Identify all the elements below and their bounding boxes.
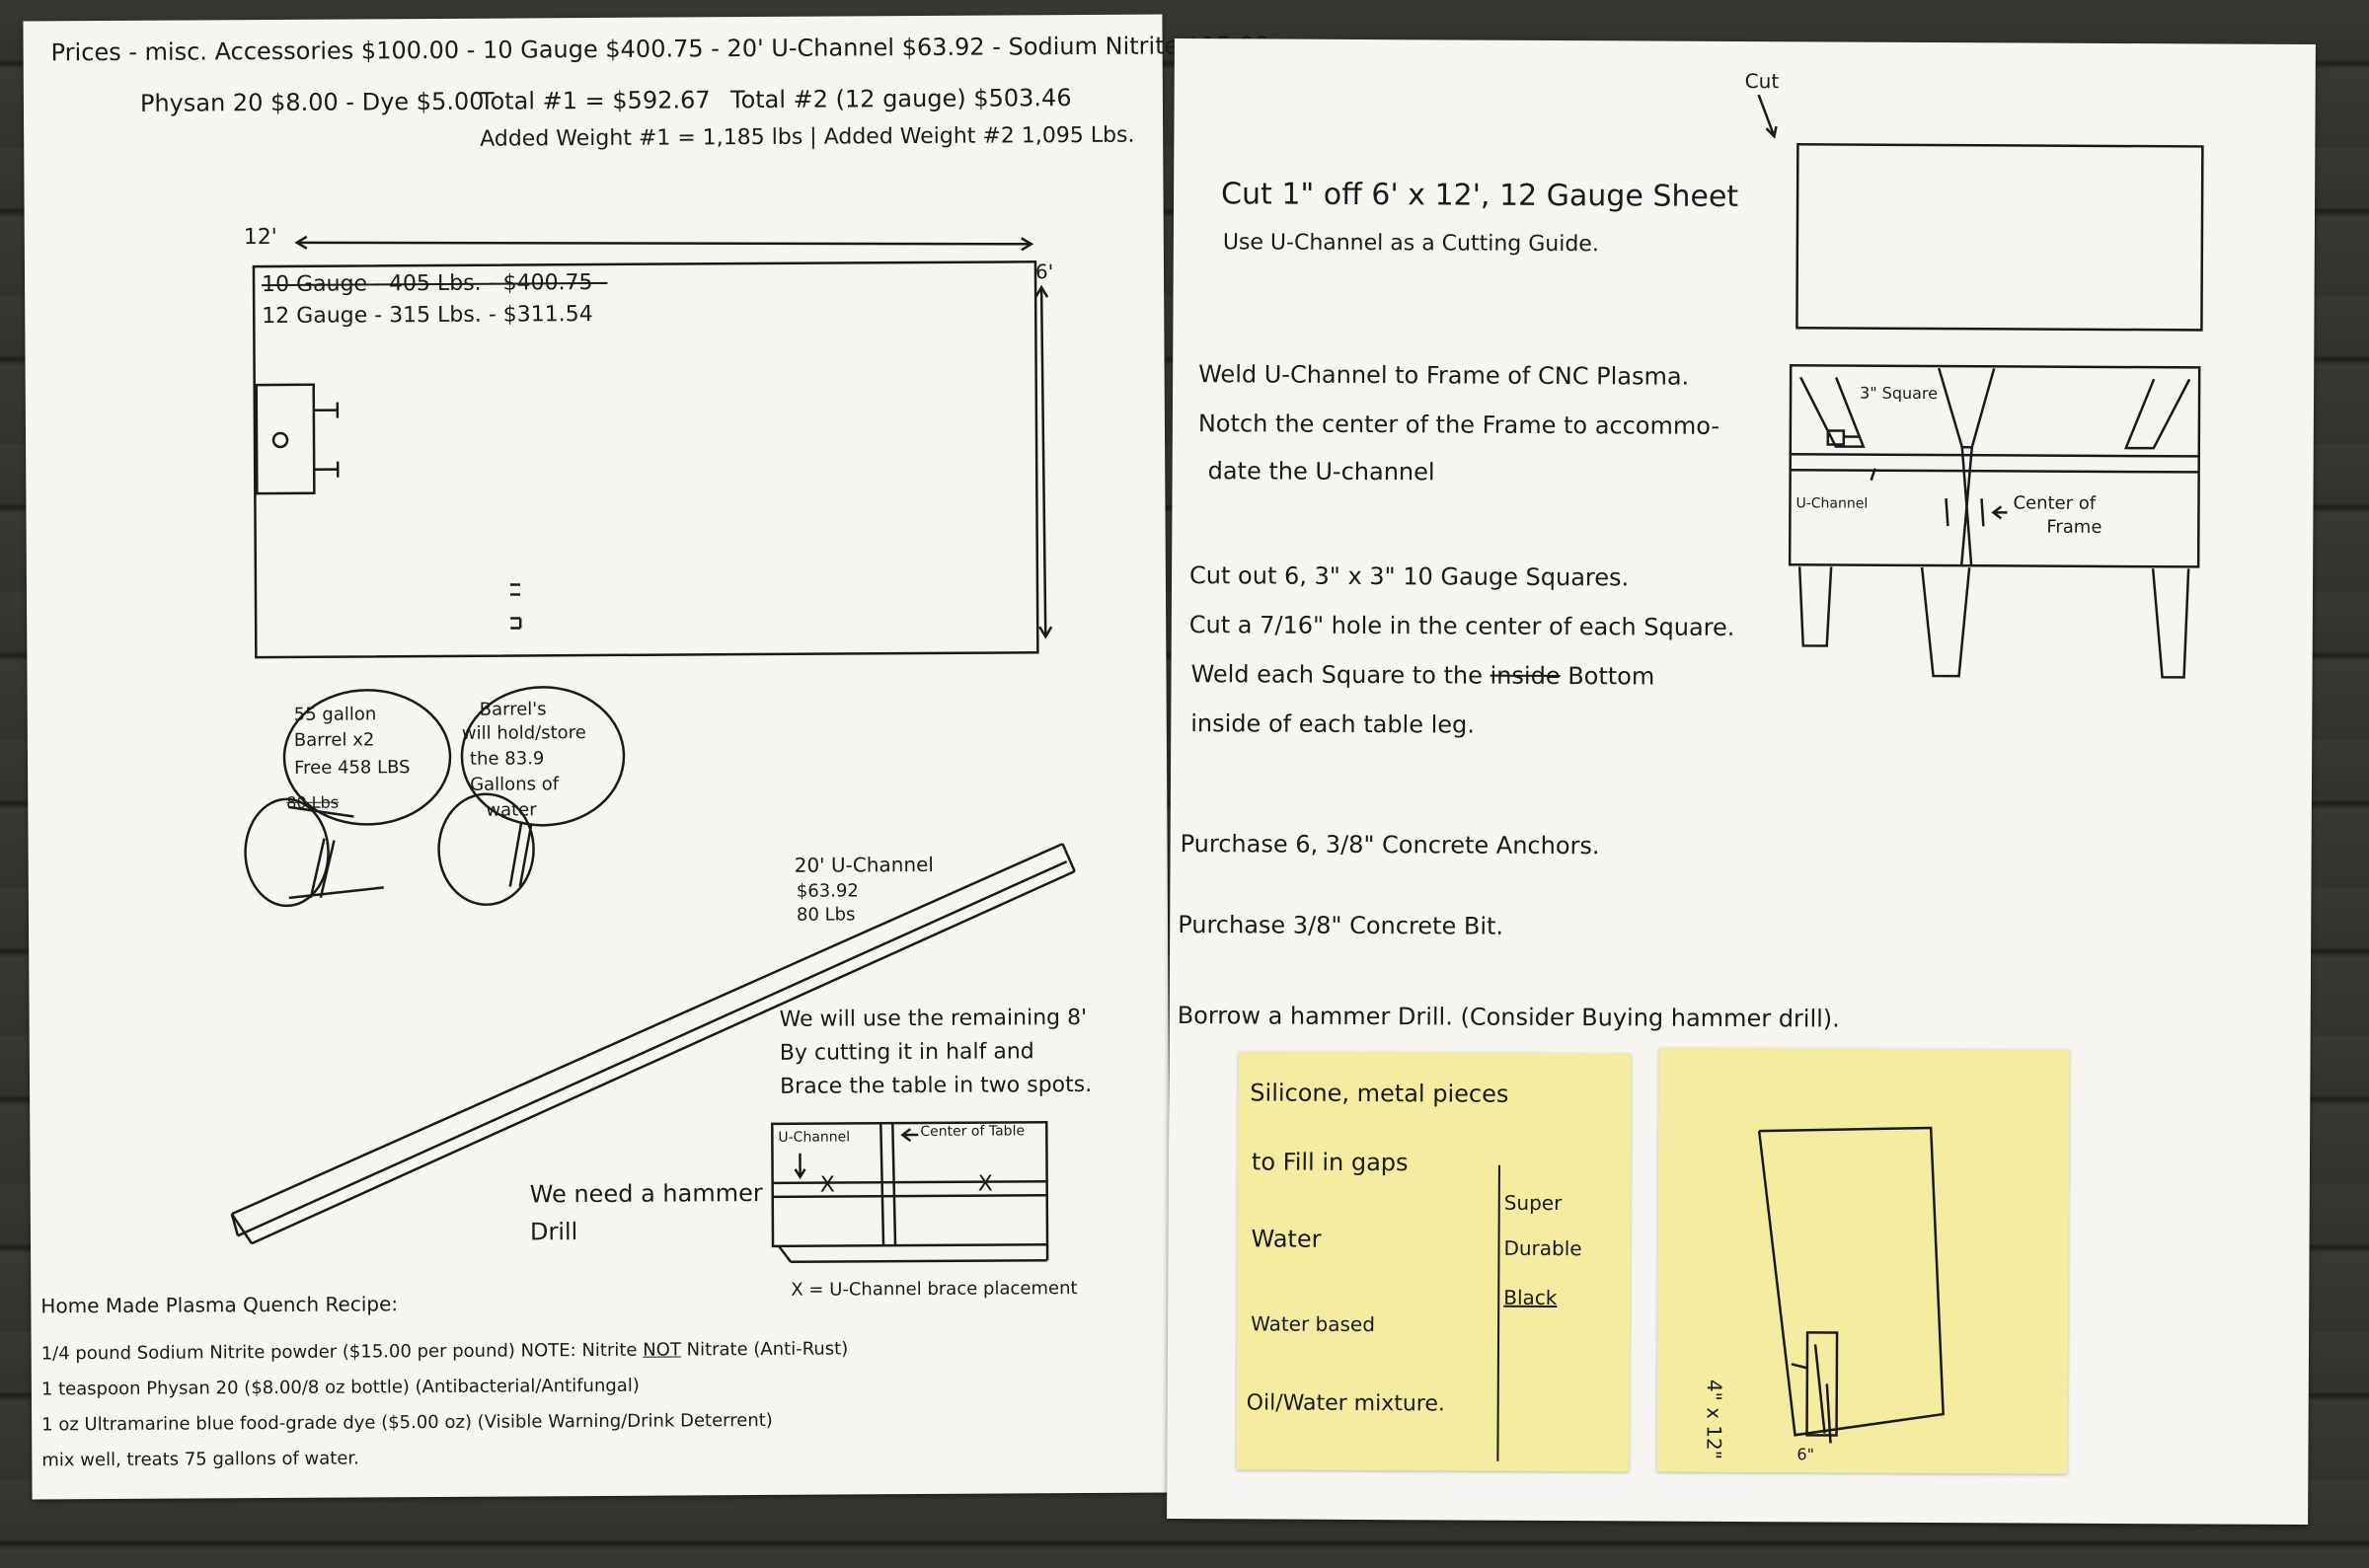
sticky-note-materials: Silicone, metal pieces to Fill in gaps W… (1236, 1051, 1632, 1472)
step-6: Borrow a hammer Drill. (Consider Buying … (1177, 1002, 1840, 1033)
step-5: Purchase 3/8" Concrete Bit. (1178, 911, 1504, 940)
cut-sheet-drawing (1757, 94, 2204, 332)
sticky-1-line-1: Silicone, metal pieces (1250, 1079, 1509, 1108)
recipe-line-2: 1 teaspoon Physan 20 ($8.00/8 oz bottle)… (40, 1375, 640, 1400)
barrels-drawing (244, 686, 626, 908)
sticky-1-line-2: to Fill in gaps (1251, 1148, 1409, 1177)
brace-mark-2: X (977, 1171, 993, 1197)
left-paper: Prices - misc. Accessories $100.00 - 10 … (23, 14, 1269, 1500)
recipe-title: Home Made Plasma Quench Recipe: (40, 1292, 399, 1318)
sticky-1-side-1: Super (1503, 1190, 1563, 1216)
recipe-line-3: 1 oz Ultramarine blue food-grade dye ($5… (41, 1409, 773, 1436)
step-3-line-2: Cut a 7/16" hole in the center of each S… (1188, 611, 1735, 641)
sticky-1-line-5: Oil/Water mixture. (1246, 1390, 1445, 1417)
frame-u-channel-label: U-Channel (1796, 495, 1869, 512)
brace-caption: X = U-Channel brace placement (791, 1278, 1078, 1301)
sticky-1-line-3: Water (1251, 1225, 1322, 1253)
brace-center-label: Center of Table (920, 1123, 1026, 1141)
step-4: Purchase 6, 3/8" Concrete Anchors. (1180, 830, 1600, 860)
sticky-1-side-3: Black (1503, 1285, 1558, 1310)
sticky-2-dim-2: 6" (1796, 1445, 1815, 1464)
frame-center-label-1: Center of (2013, 492, 2097, 514)
sticky-1-divider (1496, 1164, 1500, 1461)
brace-u-channel-label: U-Channel (778, 1129, 851, 1146)
right-paper: Cut Cut 1" off 6' x 12', 12 Gauge Sheet … (1167, 37, 2316, 1526)
hammer-note-line-1: We need a hammer (529, 1178, 763, 1209)
frame-diagram (1788, 364, 2201, 679)
brace-mark-1: X (819, 1172, 835, 1198)
frame-square-label: 3" Square (1860, 383, 1939, 404)
frame-center-label-2: Frame (2046, 516, 2102, 538)
recipe-line-1: 1/4 pound Sodium Nitrite powder ($15.00 … (40, 1338, 849, 1365)
step-3-line-3: Weld each Square to the inside Bottom (1190, 660, 1655, 691)
recipe-line-4: mix well, treats 75 gallons of water. (41, 1448, 359, 1471)
sticky-2-dim-1: 4" x 12" (1702, 1379, 1726, 1460)
hammer-note-line-2: Drill (529, 1218, 578, 1246)
steel-sheet-drawing (252, 235, 1053, 659)
sticky-2-sketch (1757, 1126, 1945, 1444)
sticky-1-line-4: Water based (1251, 1311, 1376, 1337)
sticky-1-side-2: Durable (1503, 1235, 1582, 1261)
step-3-line-1: Cut out 6, 3" x 3" 10 Gauge Squares. (1189, 561, 1630, 592)
sticky-note-sketch: 4" x 12" 6" (1656, 1047, 2070, 1474)
brace-diagram (771, 1120, 1049, 1264)
u-channel-drawing (230, 842, 1076, 1245)
step-3-line-4: inside of each table leg. (1190, 709, 1476, 739)
